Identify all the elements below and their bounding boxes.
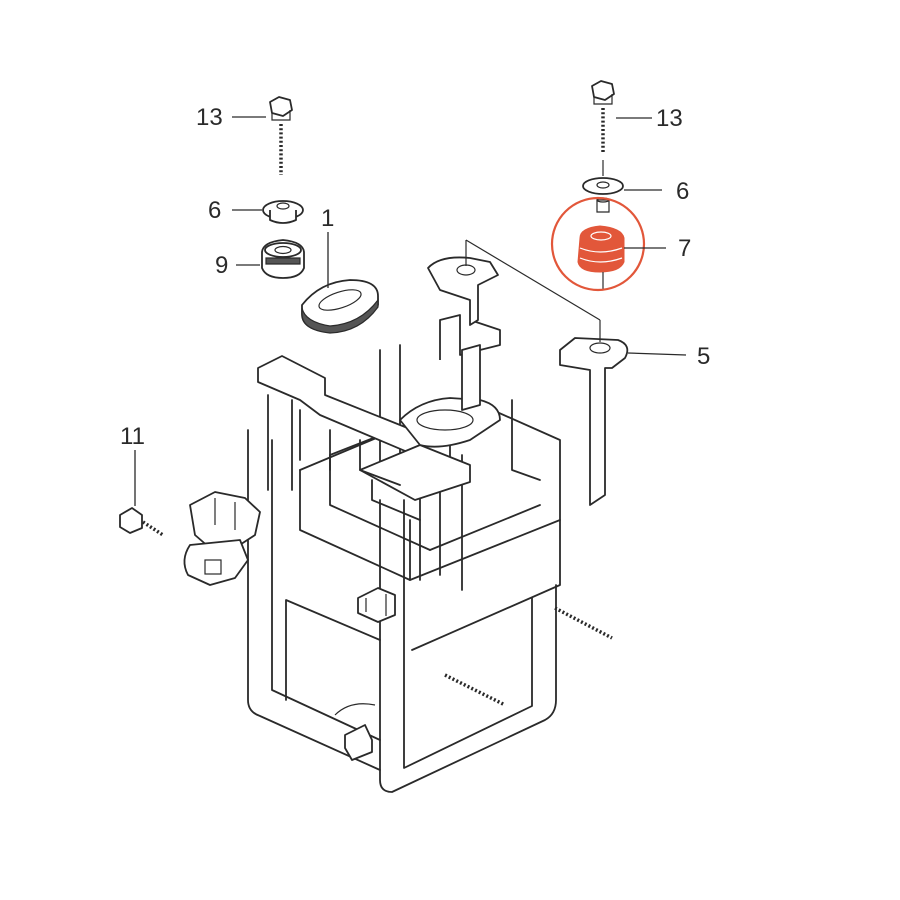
cushion-highlighted-part [577,225,625,290]
callout-collar-right: 6 [676,178,689,205]
bolt-right-part [591,80,615,176]
callout-rubber-mount: 1 [321,205,334,232]
bolt-left-part [269,96,293,175]
callout-grommet-left: 9 [215,252,228,279]
grommet-left-part [261,239,305,279]
stay-bracket-part [427,239,629,506]
screw-part [119,507,164,537]
highlight-circle [550,196,646,292]
tray-bolts [444,606,613,707]
callout-bolt-right: 13 [656,105,683,132]
rubber-mount-part [301,279,379,334]
side-clamp [183,491,261,586]
collar-right-part [582,177,624,213]
leader-lines [134,116,687,506]
callout-cushion: 7 [678,235,691,262]
collar-left-part [262,200,304,224]
callout-collar-left: 6 [208,197,221,224]
callout-stay-bracket: 5 [697,343,710,370]
battery-case-frame [247,314,561,793]
callout-bolt-left: 13 [196,104,223,131]
callout-screw: 11 [120,423,145,450]
